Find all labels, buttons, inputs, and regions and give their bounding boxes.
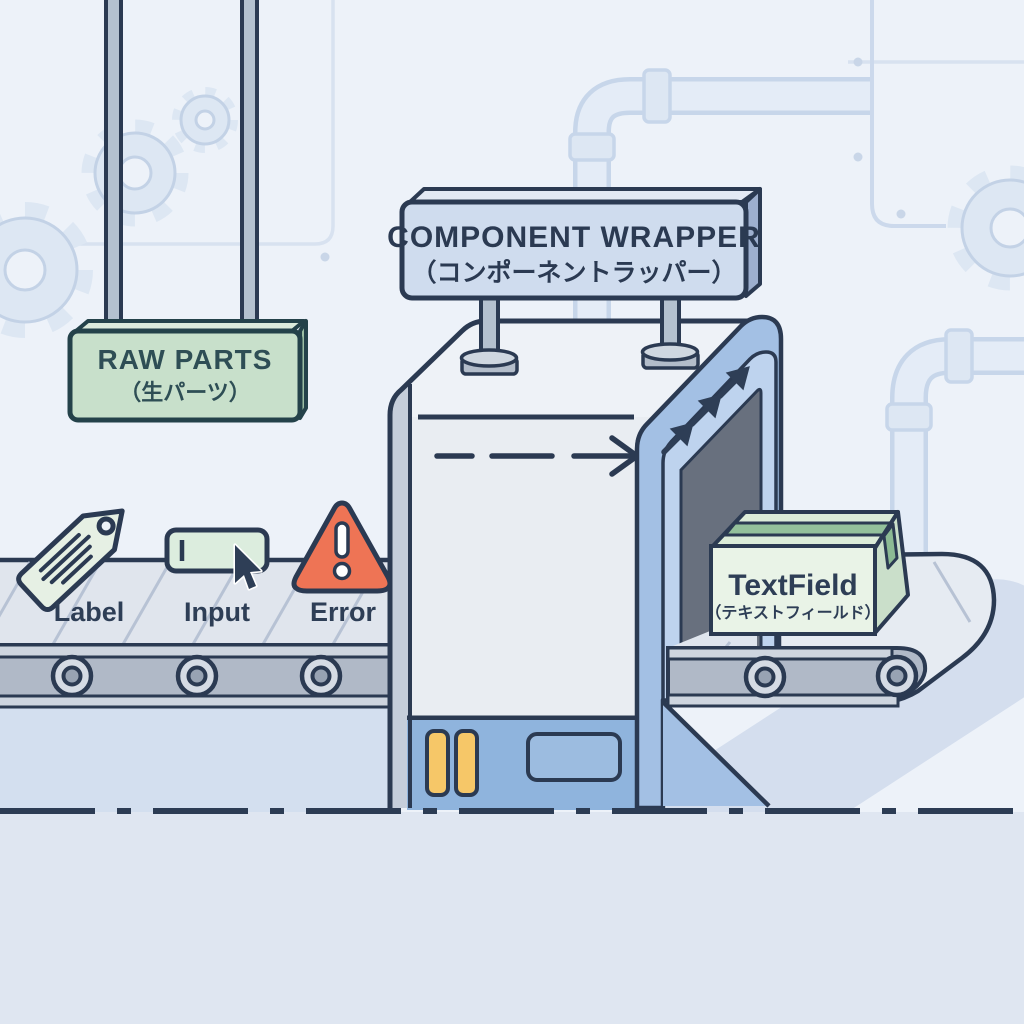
- pipe-icon: [568, 0, 1024, 560]
- gear-icon: [0, 202, 93, 338]
- tag-icon: [16, 508, 125, 613]
- arrow-up-right-icon: [661, 366, 750, 455]
- gear-icon: [947, 165, 1024, 291]
- indicator-bar-icon: [425, 729, 450, 797]
- machine-side: [390, 381, 410, 808]
- conveyor-item-input: Input: [164, 527, 270, 627]
- item-label: Label: [54, 597, 125, 627]
- conveyor-item-label: Label: [16, 508, 125, 627]
- belt-hatching: [0, 561, 382, 647]
- textfield-box-title: TextField: [728, 569, 857, 602]
- component-wrapper-subtitle: （コンポーネントラッパー）: [411, 258, 736, 287]
- post-caps: [459, 342, 700, 376]
- indicator-bar-icon: [454, 729, 479, 797]
- machine-panel: [526, 732, 622, 782]
- mouse-pointer-icon: [233, 543, 263, 591]
- box-tape-flap: [882, 522, 899, 570]
- roller-icon: [875, 654, 919, 698]
- item-label: Input: [184, 597, 250, 627]
- raw-parts-title: RAW PARTS: [98, 344, 273, 375]
- conveyor-item-error: Error: [291, 500, 393, 627]
- roller-icon: [299, 654, 343, 698]
- textfield-box: TextField （テキストフィールド）: [705, 510, 910, 636]
- raw-parts-subtitle: （生パーツ）: [119, 380, 251, 405]
- roller-icon: [175, 654, 219, 698]
- raw-parts-sign: RAW PARTS （生パーツ）: [67, 319, 308, 423]
- gear-icon: [172, 87, 238, 153]
- conveyor-underpanel: [0, 700, 388, 812]
- floor: [0, 812, 1024, 1024]
- component-wrapper-title: COMPONENT WRAPPER: [387, 221, 761, 254]
- wall-panel-lines: [0, 0, 1024, 246]
- roller-icon: [743, 655, 787, 699]
- raw-parts-sign-posts: [104, 0, 259, 336]
- wall-dots: [320, 57, 906, 262]
- item-label: Error: [310, 597, 377, 627]
- component-wrapper-sign: COMPONENT WRAPPER （コンポーネントラッパー）: [387, 187, 762, 301]
- box-tape: [723, 521, 893, 537]
- textfield-box-subtitle: （テキストフィールド）: [705, 604, 880, 622]
- sign-posts: [479, 296, 681, 364]
- roller-icon: [50, 654, 94, 698]
